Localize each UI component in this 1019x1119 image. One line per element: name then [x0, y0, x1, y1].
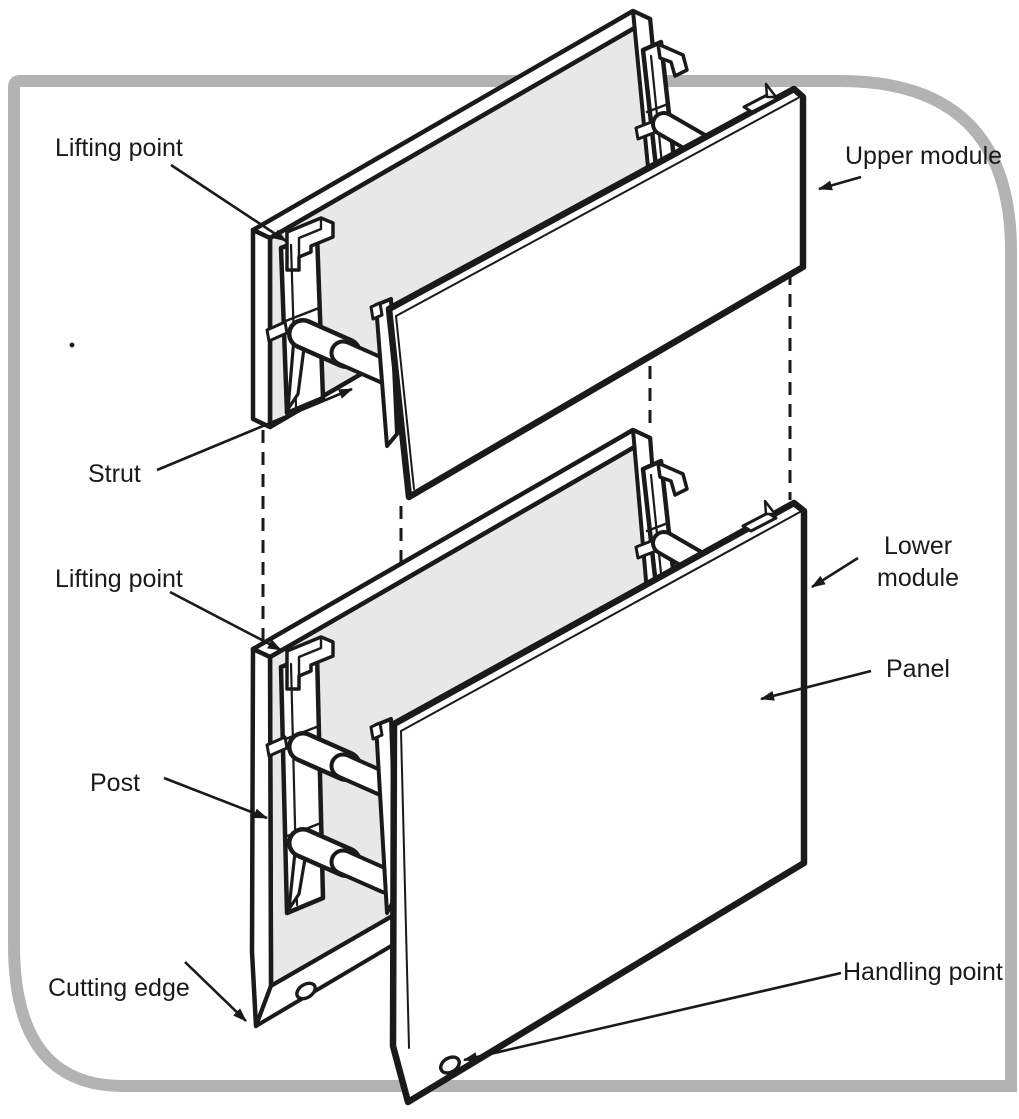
- lower-module: [249, 427, 808, 1106]
- panel-top-lug: [764, 82, 778, 99]
- lower-front-panel: [389, 499, 808, 1106]
- upper-strut: [287, 318, 400, 386]
- panel-top-tab: [741, 511, 778, 533]
- leader-panel: [760, 669, 872, 701]
- label-lifting-point-upper: Lifting point: [55, 134, 183, 162]
- lower-strut-bottom: [287, 827, 400, 895]
- upper-front-panel: [385, 82, 807, 501]
- leader-post: [163, 776, 268, 820]
- label-post: Post: [90, 769, 140, 797]
- leader-strut: [156, 387, 353, 472]
- panel-top-tab: [742, 92, 779, 114]
- annotations: Lifting point Upper module Strut Lifting…: [48, 134, 1003, 1062]
- label-lower-module-line1: Lower: [884, 532, 952, 560]
- leader-lifting-point-upper: [170, 163, 287, 243]
- label-lower-module-line2: module: [877, 564, 959, 592]
- label-strut: Strut: [88, 460, 141, 488]
- upper-module: [250, 8, 807, 501]
- label-handling-point: Handling point: [843, 958, 1003, 986]
- label-lifting-point-lower: Lifting point: [55, 565, 183, 593]
- leader-lifting-point-lower: [169, 590, 282, 652]
- label-panel: Panel: [886, 655, 950, 683]
- post-peg: [265, 735, 289, 758]
- frame-border: [7, 75, 1017, 1092]
- bevel-hole-oval: [295, 981, 317, 1001]
- stray-dot: [69, 342, 75, 348]
- label-upper-module: Upper module: [845, 142, 1002, 170]
- panel-top-lug: [763, 499, 777, 516]
- handling-hole-oval: [439, 1055, 461, 1075]
- leader-lower-module: [811, 556, 859, 589]
- leader-upper-module: [818, 175, 862, 191]
- leader-handling-point: [463, 971, 842, 1062]
- label-cutting-edge: Cutting edge: [48, 974, 190, 1002]
- post-peg: [265, 320, 289, 343]
- leader-cutting-edge: [184, 961, 247, 1022]
